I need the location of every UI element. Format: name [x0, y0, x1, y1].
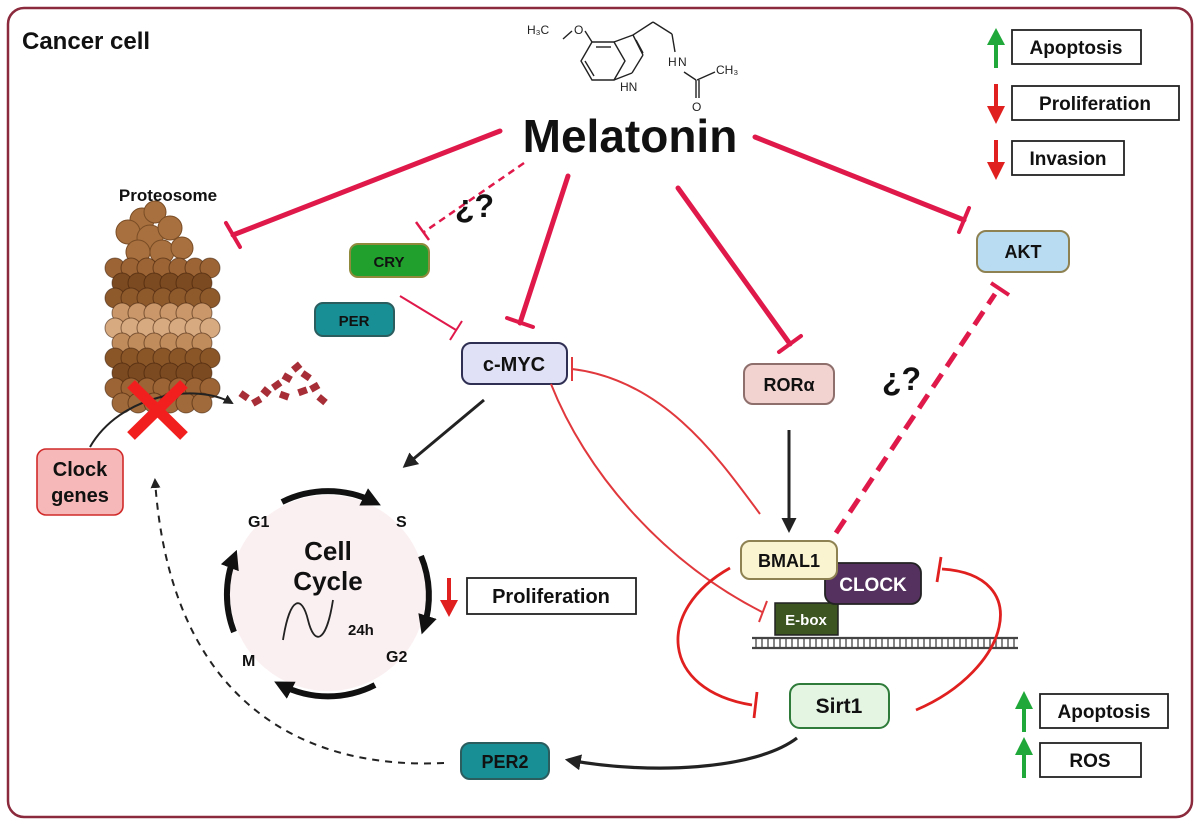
melatonin-inhibition-links [224, 128, 971, 354]
akt-node [976, 230, 1070, 273]
per2-label: PER2 [481, 752, 528, 772]
akt-label: AKT [1005, 242, 1042, 262]
cmyc-to-ebox-inhibition [550, 383, 763, 613]
cell-cycle-title-line2: Cycle [293, 566, 362, 596]
clock-genes-node [36, 448, 124, 516]
per-node [314, 302, 395, 337]
clock-node [824, 562, 922, 605]
effect-invasion-top-box [1011, 140, 1125, 176]
melatonin-to-proteosome-bar [224, 221, 242, 249]
melatonin-to-akt-link [752, 134, 967, 223]
clock-genes-label-line1: Clock [53, 459, 108, 481]
proteosome-label: Proteosome [119, 186, 217, 205]
melatonin-amide-h-label: H [668, 55, 677, 69]
cycle-proliferation-label: Proliferation [492, 586, 610, 608]
cry-label: CRY [373, 254, 404, 271]
melatonin-to-cmyc-bar [505, 316, 535, 329]
per2-to-proteosome-dashed-arrow [150, 478, 445, 765]
melatonin-to-rora-link [675, 185, 793, 347]
effect-apoptosis-top-label: Apoptosis [1030, 38, 1123, 59]
clock-genes-label-line2: genes [51, 485, 109, 507]
cmyc-to-cell-cycle-arrow [402, 398, 485, 468]
melatonin-structure [562, 21, 716, 98]
cmyc-label: c-MYC [483, 354, 545, 376]
melatonin-to-cmyc-link [517, 173, 571, 326]
melatonin-amide-n-label: N [678, 55, 687, 69]
clock-genes-to-degradation-arrow [89, 392, 234, 448]
cycle-proliferation-box [466, 577, 637, 615]
bmal1-to-akt-bar [989, 281, 1011, 297]
phase-g1-label: G1 [248, 514, 269, 531]
melatonin-to-proteosome-link [230, 128, 503, 238]
effect-ros-bottom-box [1039, 742, 1142, 778]
cry-per-to-cmyc-link [399, 295, 457, 331]
cell-cycle-arrows [220, 488, 437, 700]
bmal1-to-akt-dashed-link [833, 292, 998, 535]
phase-s-label: S [396, 514, 407, 531]
dna-strand-icon [752, 636, 1018, 650]
effect-proliferation-top-label: Proliferation [1039, 94, 1151, 115]
per2-node [460, 742, 550, 780]
melatonin-label: Melatonin [523, 110, 738, 162]
circadian-wave-icon [282, 599, 334, 641]
bottom-effects: Apoptosis ROS [1015, 691, 1169, 778]
melatonin-to-rora-bar [777, 334, 803, 354]
sirt1-label: Sirt1 [816, 695, 863, 718]
ebox-label: E-box [785, 612, 827, 629]
cycle-proliferation-effect: Proliferation [440, 577, 637, 617]
sirt1-to-per2-arrow [564, 736, 798, 771]
blocked-x-icon [127, 380, 188, 440]
bmal1-to-cmyc-inhibition [571, 368, 761, 515]
melatonin-to-cry-dashed-link [423, 161, 525, 234]
phase-g2-label: G2 [386, 649, 407, 666]
panel-label: Cancer cell [22, 28, 150, 55]
effect-proliferation-top-box [1011, 85, 1180, 121]
effect-apoptosis-top-box [1011, 29, 1142, 65]
cell-cycle-title-line1: Cell [304, 536, 352, 566]
effect-invasion-top-label: Invasion [1029, 149, 1106, 170]
rora-label: RORα [763, 375, 814, 395]
effect-apoptosis-bottom-box [1039, 693, 1169, 729]
sirt1-to-clock-inhibition [915, 567, 1002, 712]
bmal1-node [740, 540, 838, 580]
phase-m-label: M [242, 653, 255, 670]
ebox-node [774, 602, 839, 636]
bmal1-clock-to-sirt1-inhibition [676, 566, 753, 707]
sirt1-node [789, 683, 890, 729]
melatonin-amine-label: HN [620, 80, 637, 94]
sirt1-inhibition-bar [752, 691, 759, 719]
rora-node [743, 363, 835, 405]
melatonin-methoxy-label: H₃C [527, 23, 550, 37]
bmal1-label: BMAL1 [758, 551, 820, 571]
top-effects: Apoptosis Proliferation Invasion [987, 28, 1180, 180]
cmyc-node [461, 342, 568, 385]
cycle-period-label: 24h [348, 622, 374, 639]
melatonin-carbonyl-o-label: O [692, 100, 701, 114]
cell-cycle-disc [230, 495, 426, 691]
per-label: PER [339, 313, 370, 330]
clock-label: CLOCK [839, 575, 907, 596]
melatonin-oxygen-label: O [574, 23, 583, 37]
effect-ros-bottom-label: ROS [1069, 751, 1110, 772]
melatonin-to-cry-bar [414, 221, 431, 241]
cry-node [349, 243, 430, 278]
melatonin-to-akt-bar [957, 206, 971, 234]
effect-apoptosis-bottom-label: Apoptosis [1058, 702, 1151, 723]
degradation-fragments-icon [238, 361, 328, 407]
clock-inhibition-bar [935, 556, 943, 583]
akt-unknown-mark: ¿? [882, 361, 921, 397]
cry-unknown-mark: ¿? [455, 188, 494, 224]
cry-per-to-cmyc-bar [449, 320, 463, 341]
cmyc-to-ebox-bar [758, 600, 768, 623]
melatonin-acetyl-label: CH₃ [716, 63, 738, 77]
